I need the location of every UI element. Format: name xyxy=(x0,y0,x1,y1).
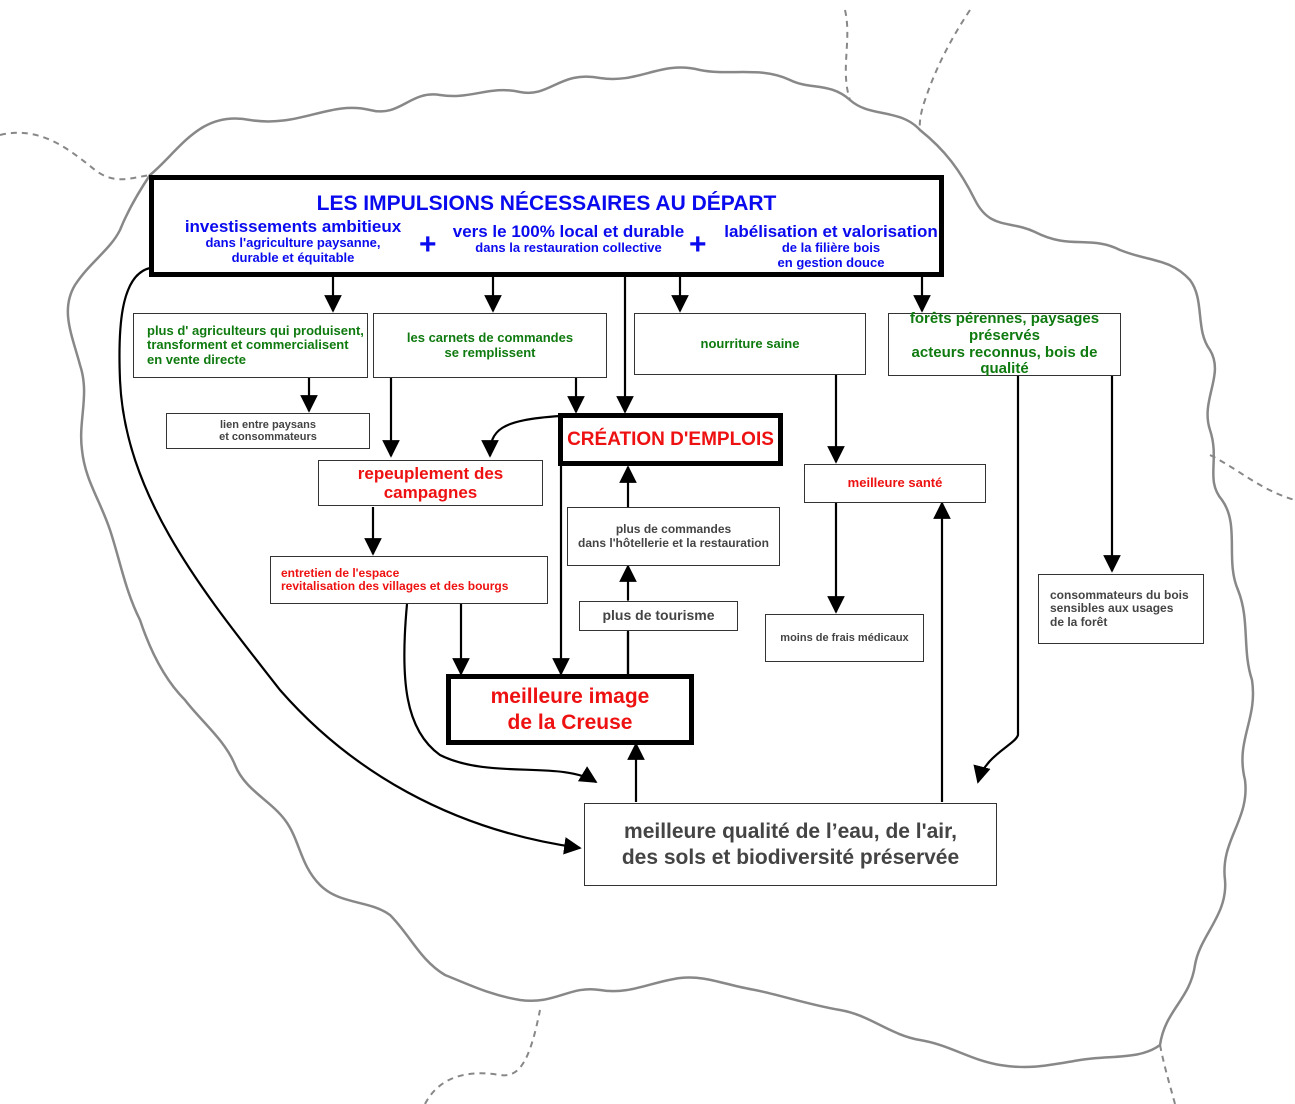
node-tourisme-line-1: plus de tourisme xyxy=(602,607,715,624)
plus-sign-1: + xyxy=(419,228,437,261)
node-forets-line-1: forêts pérennes, paysages préservés xyxy=(909,309,1100,344)
neighbor-border-northeast xyxy=(918,9,971,131)
node-qualite: meilleure qualité de l’eau, de l'air, de… xyxy=(584,803,997,886)
arrow-emplois-repeuplement xyxy=(481,414,561,458)
neighbor-border-east xyxy=(1209,454,1295,501)
header-col3-main: labélisation et valorisation xyxy=(724,222,938,241)
header-column-agriculture: investissements ambitieux dans l'agricul… xyxy=(164,217,422,265)
node-entretien: entretien de l'espace revitalisation des… xyxy=(270,556,548,604)
arrow-header-qualite xyxy=(118,266,582,855)
header-column-bois: labélisation et valorisation de la filiè… xyxy=(720,222,942,270)
department-border xyxy=(66,66,1255,1069)
header-title: LES IMPULSIONS NÉCESSAIRES AU DÉPART xyxy=(316,192,777,215)
node-carnets: les carnets de commandes se remplissent xyxy=(373,313,607,378)
node-carnets-line-1: les carnets de commandes xyxy=(406,329,574,345)
node-frais: moins de frais médicaux xyxy=(765,614,924,662)
header-column-restauration: vers le 100% local et durable dans la re… xyxy=(446,222,691,256)
node-qualite-line-1: meilleure qualité de l’eau, de l'air, xyxy=(624,820,957,844)
node-image: meilleure image de la Creuse xyxy=(446,674,694,745)
header-col1-sub1: dans l'agriculture paysanne, xyxy=(205,235,381,251)
node-entretien-line-1: entretien de l'espace xyxy=(281,565,400,580)
node-sante: meilleure santé xyxy=(804,464,986,503)
neighbor-border-south xyxy=(424,1009,541,1104)
node-carnets-line-2: se remplissent xyxy=(444,344,536,360)
node-agriculteurs-line-1: plus d' agriculteurs qui produisent, xyxy=(147,322,364,338)
header-col2-sub: dans la restauration collective xyxy=(475,240,662,256)
header-col2-main: vers le 100% local et durable xyxy=(452,222,685,241)
header-box: LES IMPULSIONS NÉCESSAIRES AU DÉPART inv… xyxy=(149,175,944,277)
header-col3-sub1: de la filière bois xyxy=(781,240,881,256)
node-lien-line-1: lien entre paysans xyxy=(220,418,316,431)
node-forets: forêts pérennes, paysages préservés acte… xyxy=(888,309,1121,378)
neighbor-border-southeast xyxy=(1159,1044,1176,1104)
header-col3-sub2: en gestion douce xyxy=(777,254,885,270)
node-emplois: CRÉATION D'EMPLOIS xyxy=(558,413,783,466)
node-agriculteurs-line-3: en vente directe xyxy=(147,351,246,367)
node-agriculteurs-line-2: transforment et commercialisent xyxy=(147,337,349,353)
plus-sign-2: + xyxy=(689,228,707,261)
node-consommateurs: consommateurs du bois sensibles aux usag… xyxy=(1038,574,1204,644)
node-entretien-line-2: revitalisation des villages et des bourg… xyxy=(281,579,509,593)
node-frais-line-1: moins de frais médicaux xyxy=(780,631,909,644)
node-qualite-line-2: des sols et biodiversité préservée xyxy=(621,845,960,869)
node-consommateurs-line-3: de la forêt xyxy=(1050,614,1108,629)
neighbor-border-north xyxy=(844,9,851,101)
node-sante-line-1: meilleure santé xyxy=(847,475,943,491)
node-tourisme: plus de tourisme xyxy=(579,601,738,631)
node-nourriture: nourriture saine xyxy=(634,313,866,375)
node-nourriture-line-1: nourriture saine xyxy=(700,335,800,351)
node-image-line-2: de la Creuse xyxy=(507,710,633,734)
node-repeuplement: repeuplement des campagnes xyxy=(318,460,543,506)
neighbor-border-west xyxy=(0,131,151,181)
node-repeuplement-line-1: repeuplement des campagnes xyxy=(357,463,504,502)
header-col1-sub2: durable et équitable xyxy=(231,249,355,265)
node-commandes-line-2: dans l'hôtellerie et la restauration xyxy=(578,535,769,550)
node-consommateurs-line-2: sensibles aux usages xyxy=(1050,601,1174,616)
node-lien: lien entre paysans et consommateurs xyxy=(166,413,370,449)
arrow-forets-qualite xyxy=(973,376,1020,784)
node-image-line-1: meilleure image xyxy=(490,685,650,709)
header-col1-main: investissements ambitieux xyxy=(184,217,402,236)
node-commandes-line-1: plus de commandes xyxy=(615,522,732,537)
node-consommateurs-line-1: consommateurs du bois xyxy=(1050,587,1189,602)
node-lien-line-2: et consommateurs xyxy=(219,431,317,443)
node-forets-line-2: acteurs reconnus, bois de qualité xyxy=(911,343,1098,378)
node-commandes: plus de commandes dans l'hôtellerie et l… xyxy=(567,507,780,566)
node-agriculteurs: plus d' agriculteurs qui produisent, tra… xyxy=(133,313,368,378)
arrow-entretien-qualite xyxy=(403,603,598,783)
node-emplois-line-1: CRÉATION D'EMPLOIS xyxy=(567,428,774,450)
